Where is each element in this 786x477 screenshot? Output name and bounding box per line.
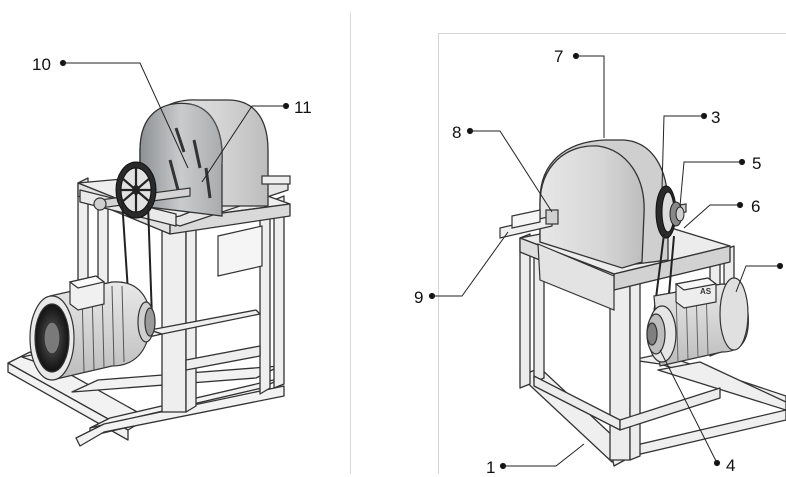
callout-1: 1 [486,458,496,477]
right-motor [646,277,749,367]
panel-divider [350,12,351,474]
callout-7: 7 [554,47,564,66]
right-panel-frame [438,33,786,474]
left-machine [7,99,291,447]
motor-badge: AS [700,287,712,296]
callout-4: 4 [726,456,736,475]
callout-9: 9 [414,288,424,307]
right-machine [499,139,786,467]
right-pulley [655,185,685,239]
callout-3: 3 [711,108,721,127]
callout-6: 6 [751,197,761,216]
left-pulley [115,161,157,219]
callout-11: 11 [294,98,312,117]
right-shaft [499,203,687,239]
left-callout-leaders [59,59,290,183]
left-motor [29,275,156,381]
right-drum [539,139,669,269]
right-tray [537,243,615,311]
right-callout-leaders [428,52,784,470]
callout-8: 8 [452,123,462,142]
left-drum [139,99,269,217]
callout-5: 5 [752,154,762,173]
left-hopper [217,225,263,277]
callout-10: 10 [32,55,51,74]
